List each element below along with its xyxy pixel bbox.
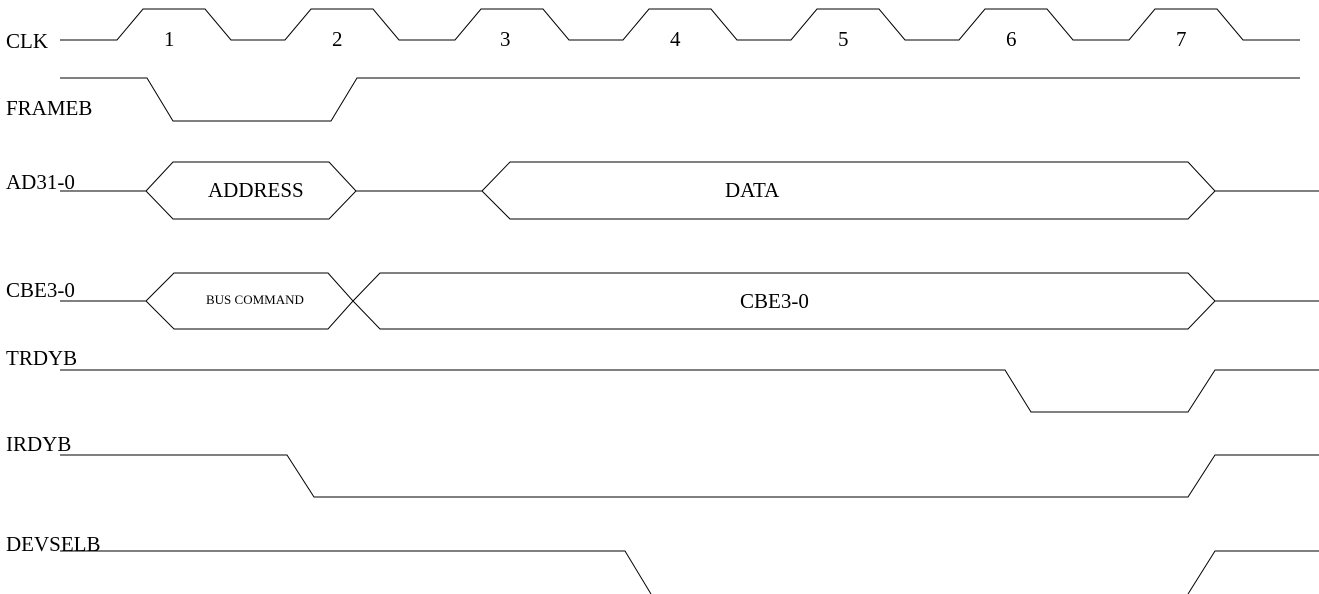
- ad-data-phase: [481, 161, 1216, 220]
- signal-label-devselb: DEVSELB: [6, 532, 101, 556]
- clk-waveform: [60, 8, 1300, 41]
- ad-address-label: ADDRESS: [208, 178, 304, 202]
- devselb-waveform-return: [1187, 550, 1319, 594]
- cbe-byte-enable-label: CBE3-0: [740, 289, 809, 313]
- devselb-waveform-high: [60, 550, 652, 594]
- signal-label-ad: AD31-0: [6, 170, 75, 194]
- clock-number-5: 5: [838, 27, 849, 51]
- irdyb-waveform: [60, 454, 1319, 498]
- signal-label-clk: CLK: [6, 29, 48, 53]
- signal-label-trdyb: TRDYB: [6, 346, 77, 370]
- trdyb-waveform: [60, 369, 1319, 413]
- clock-number-3: 3: [500, 27, 511, 51]
- ad-data-label: DATA: [725, 178, 780, 202]
- clock-number-4: 4: [670, 27, 681, 51]
- cbe-bus-command-label: BUS COMMAND: [206, 292, 304, 307]
- frameb-waveform: [60, 77, 1300, 122]
- clock-number-2: 2: [332, 27, 343, 51]
- signal-label-irdyb: IRDYB: [6, 432, 71, 456]
- clock-number-1: 1: [164, 27, 175, 51]
- signal-label-cbe: CBE3-0: [6, 278, 75, 302]
- clock-number-7: 7: [1176, 27, 1187, 51]
- clock-number-6: 6: [1006, 27, 1017, 51]
- signal-label-frameb: FRAMEB: [6, 96, 92, 120]
